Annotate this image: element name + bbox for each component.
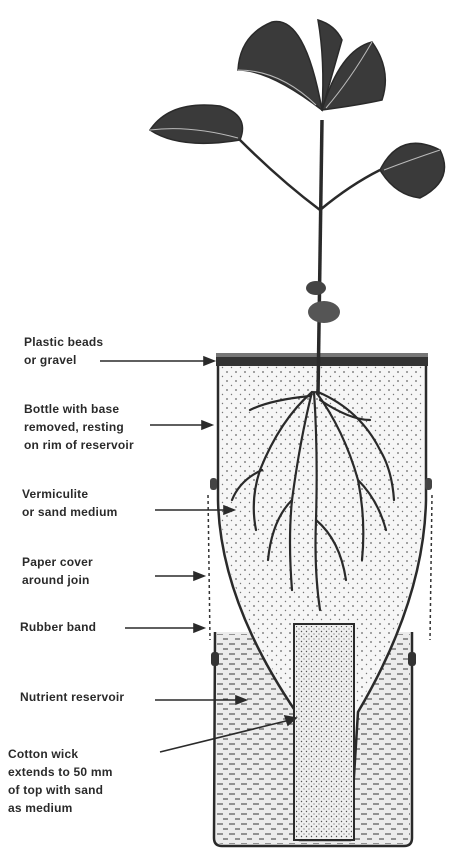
plastic-beads-layer <box>216 353 428 366</box>
plant-leaves <box>150 20 445 198</box>
cotyledons <box>306 281 340 323</box>
label-plastic-beads: Plastic beads or gravel <box>24 333 103 369</box>
label-nutrient-reservoir: Nutrient reservoir <box>20 688 124 706</box>
label-vermiculite: Vermiculite or sand medium <box>22 485 117 521</box>
label-rubber-band: Rubber band <box>20 618 96 636</box>
label-bottle: Bottle with base removed, resting on rim… <box>24 400 134 454</box>
label-paper-cover: Paper cover around join <box>22 553 93 589</box>
label-cotton-wick: Cotton wick extends to 50 mm of top with… <box>8 745 113 817</box>
